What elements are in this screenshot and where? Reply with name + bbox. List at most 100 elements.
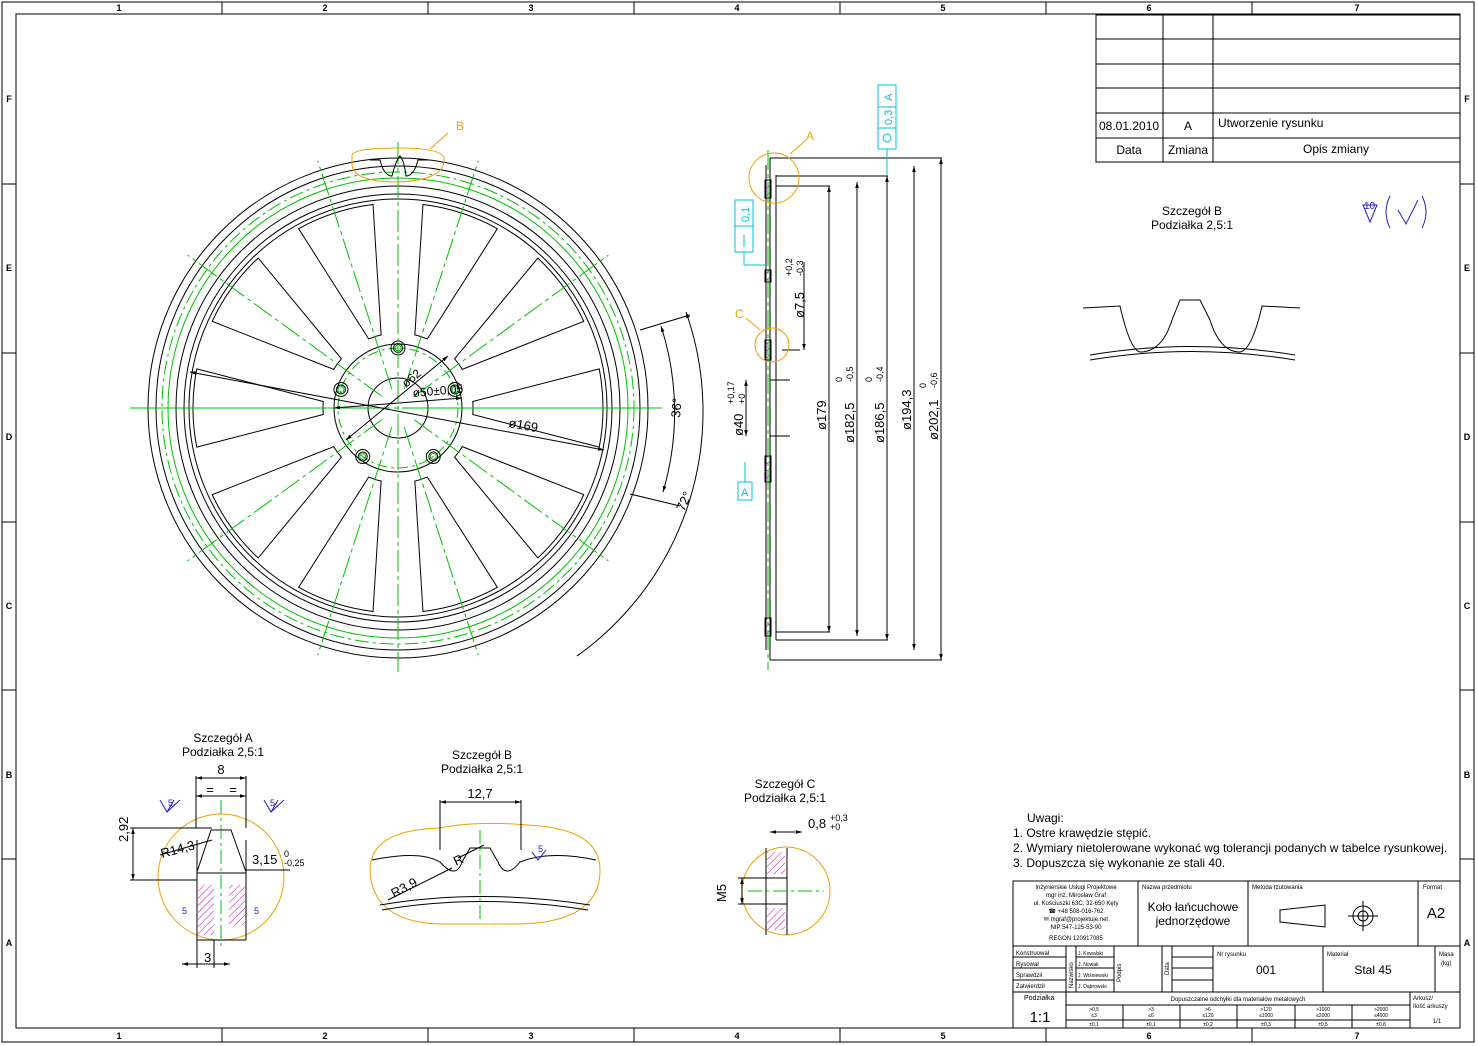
gdt-runout-datum: A bbox=[883, 93, 895, 101]
detail-a-dim-3: 3 bbox=[204, 950, 211, 965]
detail-a-dim-3-15: 3,15 bbox=[252, 852, 277, 867]
company-line-4: ☎ +48 508-016-762 bbox=[1048, 908, 1104, 915]
name-1: J. Kowalski bbox=[1078, 951, 1103, 957]
tol-d186-5-lower: -0,4 bbox=[875, 366, 885, 382]
gdt-runout-value: 0,3 bbox=[883, 110, 895, 125]
detail-b-rough: 5 bbox=[538, 844, 543, 854]
dim-d194-3: ø194,3 bbox=[899, 390, 914, 430]
frame-col-2-bottom: 2 bbox=[322, 1031, 327, 1041]
frame-row-C: C bbox=[6, 601, 13, 611]
revision-table bbox=[1095, 14, 1461, 163]
frame-col-7-bottom: 7 bbox=[1354, 1031, 1359, 1041]
tol-d40-lower: +0 bbox=[737, 394, 747, 404]
bolt-hole-thread bbox=[337, 385, 345, 393]
frame-col-4-bottom: 4 bbox=[734, 1031, 739, 1041]
centre-line bbox=[413, 419, 609, 562]
detail-a-dim-8: 8 bbox=[217, 762, 224, 777]
tol-d40-upper: +0,17 bbox=[726, 381, 736, 404]
sprocket-front-view: ø169 ø50±0,05 ø62 36° 72° B bbox=[130, 119, 704, 672]
company-line-3: ul. Kościuszki 63C, 32-650 Kęty bbox=[1034, 901, 1119, 907]
dim-d50: ø50±0,05 bbox=[412, 382, 464, 400]
tolerance-range: ≤2000 bbox=[1316, 1013, 1330, 1019]
company-line-7: REGON 120917085 bbox=[1049, 936, 1103, 942]
spoke-window bbox=[297, 476, 382, 613]
title-block bbox=[1012, 880, 1461, 1029]
tolerance-range: >3 bbox=[1148, 1007, 1154, 1013]
detail-c-tol-lower: +0 bbox=[830, 822, 840, 832]
detail-a-tol-upper: 0 bbox=[284, 849, 289, 859]
detail-a-rough-right: 5 bbox=[270, 798, 275, 808]
podpis-label: Podpis bbox=[1117, 964, 1123, 982]
name-3: J. Wiśniewski bbox=[1078, 973, 1108, 979]
tolerance-range: >1000 bbox=[1316, 1007, 1330, 1013]
centre-line bbox=[403, 160, 479, 390]
bolt-hole-thread bbox=[429, 453, 437, 461]
detail-a-rough-left: 5 bbox=[168, 798, 173, 808]
detail-c-dim-0-8: 0,8 bbox=[808, 816, 826, 831]
frame-col-3: 3 bbox=[528, 3, 533, 13]
tol-d7-5-lower: -0,3 bbox=[795, 260, 805, 276]
frame-col-1-bottom: 1 bbox=[116, 1031, 121, 1041]
tolerance-value: ±0,1 bbox=[1146, 1022, 1156, 1028]
detail-a-r14-3: R14,3 bbox=[159, 837, 196, 860]
tol-d202-1-upper: 0 bbox=[918, 383, 928, 388]
tolerance-value: ±0,2 bbox=[1203, 1022, 1213, 1028]
frame-col-2: 2 bbox=[322, 3, 327, 13]
frame-row-D: D bbox=[6, 432, 13, 442]
tol-d182-5-lower: -0,5 bbox=[845, 366, 855, 382]
note-2: 2. Wymiary nietolerowane wykonać wg tole… bbox=[1013, 841, 1447, 855]
bolt-hole-thread bbox=[359, 453, 367, 461]
notes-heading: Uwagi: bbox=[1027, 811, 1064, 825]
bolt-hole bbox=[428, 451, 439, 462]
name-4: J. Dąbrowski bbox=[1078, 984, 1107, 990]
detail-a-dim-2-92: 2,92 bbox=[116, 817, 131, 842]
material-value: Stal 45 bbox=[1354, 963, 1392, 977]
role-zatwierdzil: Zatwierdził bbox=[1016, 984, 1045, 990]
frame-col-5: 5 bbox=[940, 3, 945, 13]
sheet-label-1: Arkusz/ bbox=[1413, 996, 1433, 1002]
revision-change: A bbox=[1184, 119, 1192, 133]
tolerance-range: >0,5 bbox=[1089, 1007, 1099, 1013]
spoke-window bbox=[414, 476, 499, 613]
spoke-window bbox=[297, 203, 382, 340]
centre-line bbox=[187, 254, 383, 397]
detail-b-dim-12-7: 12,7 bbox=[467, 786, 492, 801]
surface-roughness-value: 10 bbox=[1364, 201, 1376, 212]
format-value: A2 bbox=[1427, 905, 1445, 922]
drawing-no-value: 001 bbox=[1256, 963, 1276, 977]
tolerance-value: ±0,1 bbox=[1089, 1022, 1099, 1028]
detail-c-scale: Podziałka 2,5:1 bbox=[744, 791, 826, 805]
detail-a-rough-bottom-left: 5 bbox=[182, 906, 187, 916]
detail-a-eq-right: = bbox=[229, 782, 237, 797]
bolt-hole bbox=[357, 451, 368, 462]
tolerance-range: ≤120 bbox=[1202, 1013, 1213, 1019]
frame-row-C-right: C bbox=[1464, 601, 1471, 611]
revision-description: Utworzenie rysunku bbox=[1218, 116, 1323, 130]
detail-a-title: Szczegół A bbox=[193, 731, 252, 745]
centre-line bbox=[187, 419, 383, 562]
frame-col-6-bottom: 6 bbox=[1146, 1031, 1151, 1041]
detail-b-top-scale: Podziałka 2,5:1 bbox=[1151, 218, 1233, 232]
detail-c-m5: M5 bbox=[714, 884, 729, 902]
company-line-1: Inżynierskie Usługi Projektowe bbox=[1035, 885, 1117, 891]
role-konstruowal: Konstruował bbox=[1016, 951, 1050, 957]
detail-b-scale: Podziałka 2,5:1 bbox=[441, 762, 523, 776]
part-name-line-1: Koło łańcuchowe bbox=[1148, 900, 1239, 914]
frame-col-5-bottom: 5 bbox=[940, 1031, 945, 1041]
dim-d40: ø40 bbox=[731, 414, 746, 436]
frame-col-7: 7 bbox=[1354, 3, 1359, 13]
role-rysowal: Rysował bbox=[1016, 962, 1039, 968]
tol-d182-5-upper: 0 bbox=[834, 377, 844, 382]
projection-label: Metoda rzutowania bbox=[1252, 885, 1303, 891]
detail-c-tol-upper: +0,3 bbox=[830, 813, 848, 823]
format-label: Format bbox=[1423, 885, 1442, 891]
frame-col-1: 1 bbox=[116, 3, 121, 13]
detail-a-tol-lower: -0,25 bbox=[284, 858, 305, 868]
detail-b: Szczegół B Podziałka 2,5:1 12,7 R R3,9 5 bbox=[369, 748, 601, 925]
spoke-window bbox=[211, 257, 343, 370]
tol-d7-5-upper: +0,2 bbox=[784, 258, 794, 276]
name-2: J. Nowak bbox=[1078, 962, 1099, 968]
frame-col-6: 6 bbox=[1146, 3, 1151, 13]
nazwisko-label: Nazwisko bbox=[1069, 962, 1075, 988]
spoke-window bbox=[211, 446, 343, 559]
